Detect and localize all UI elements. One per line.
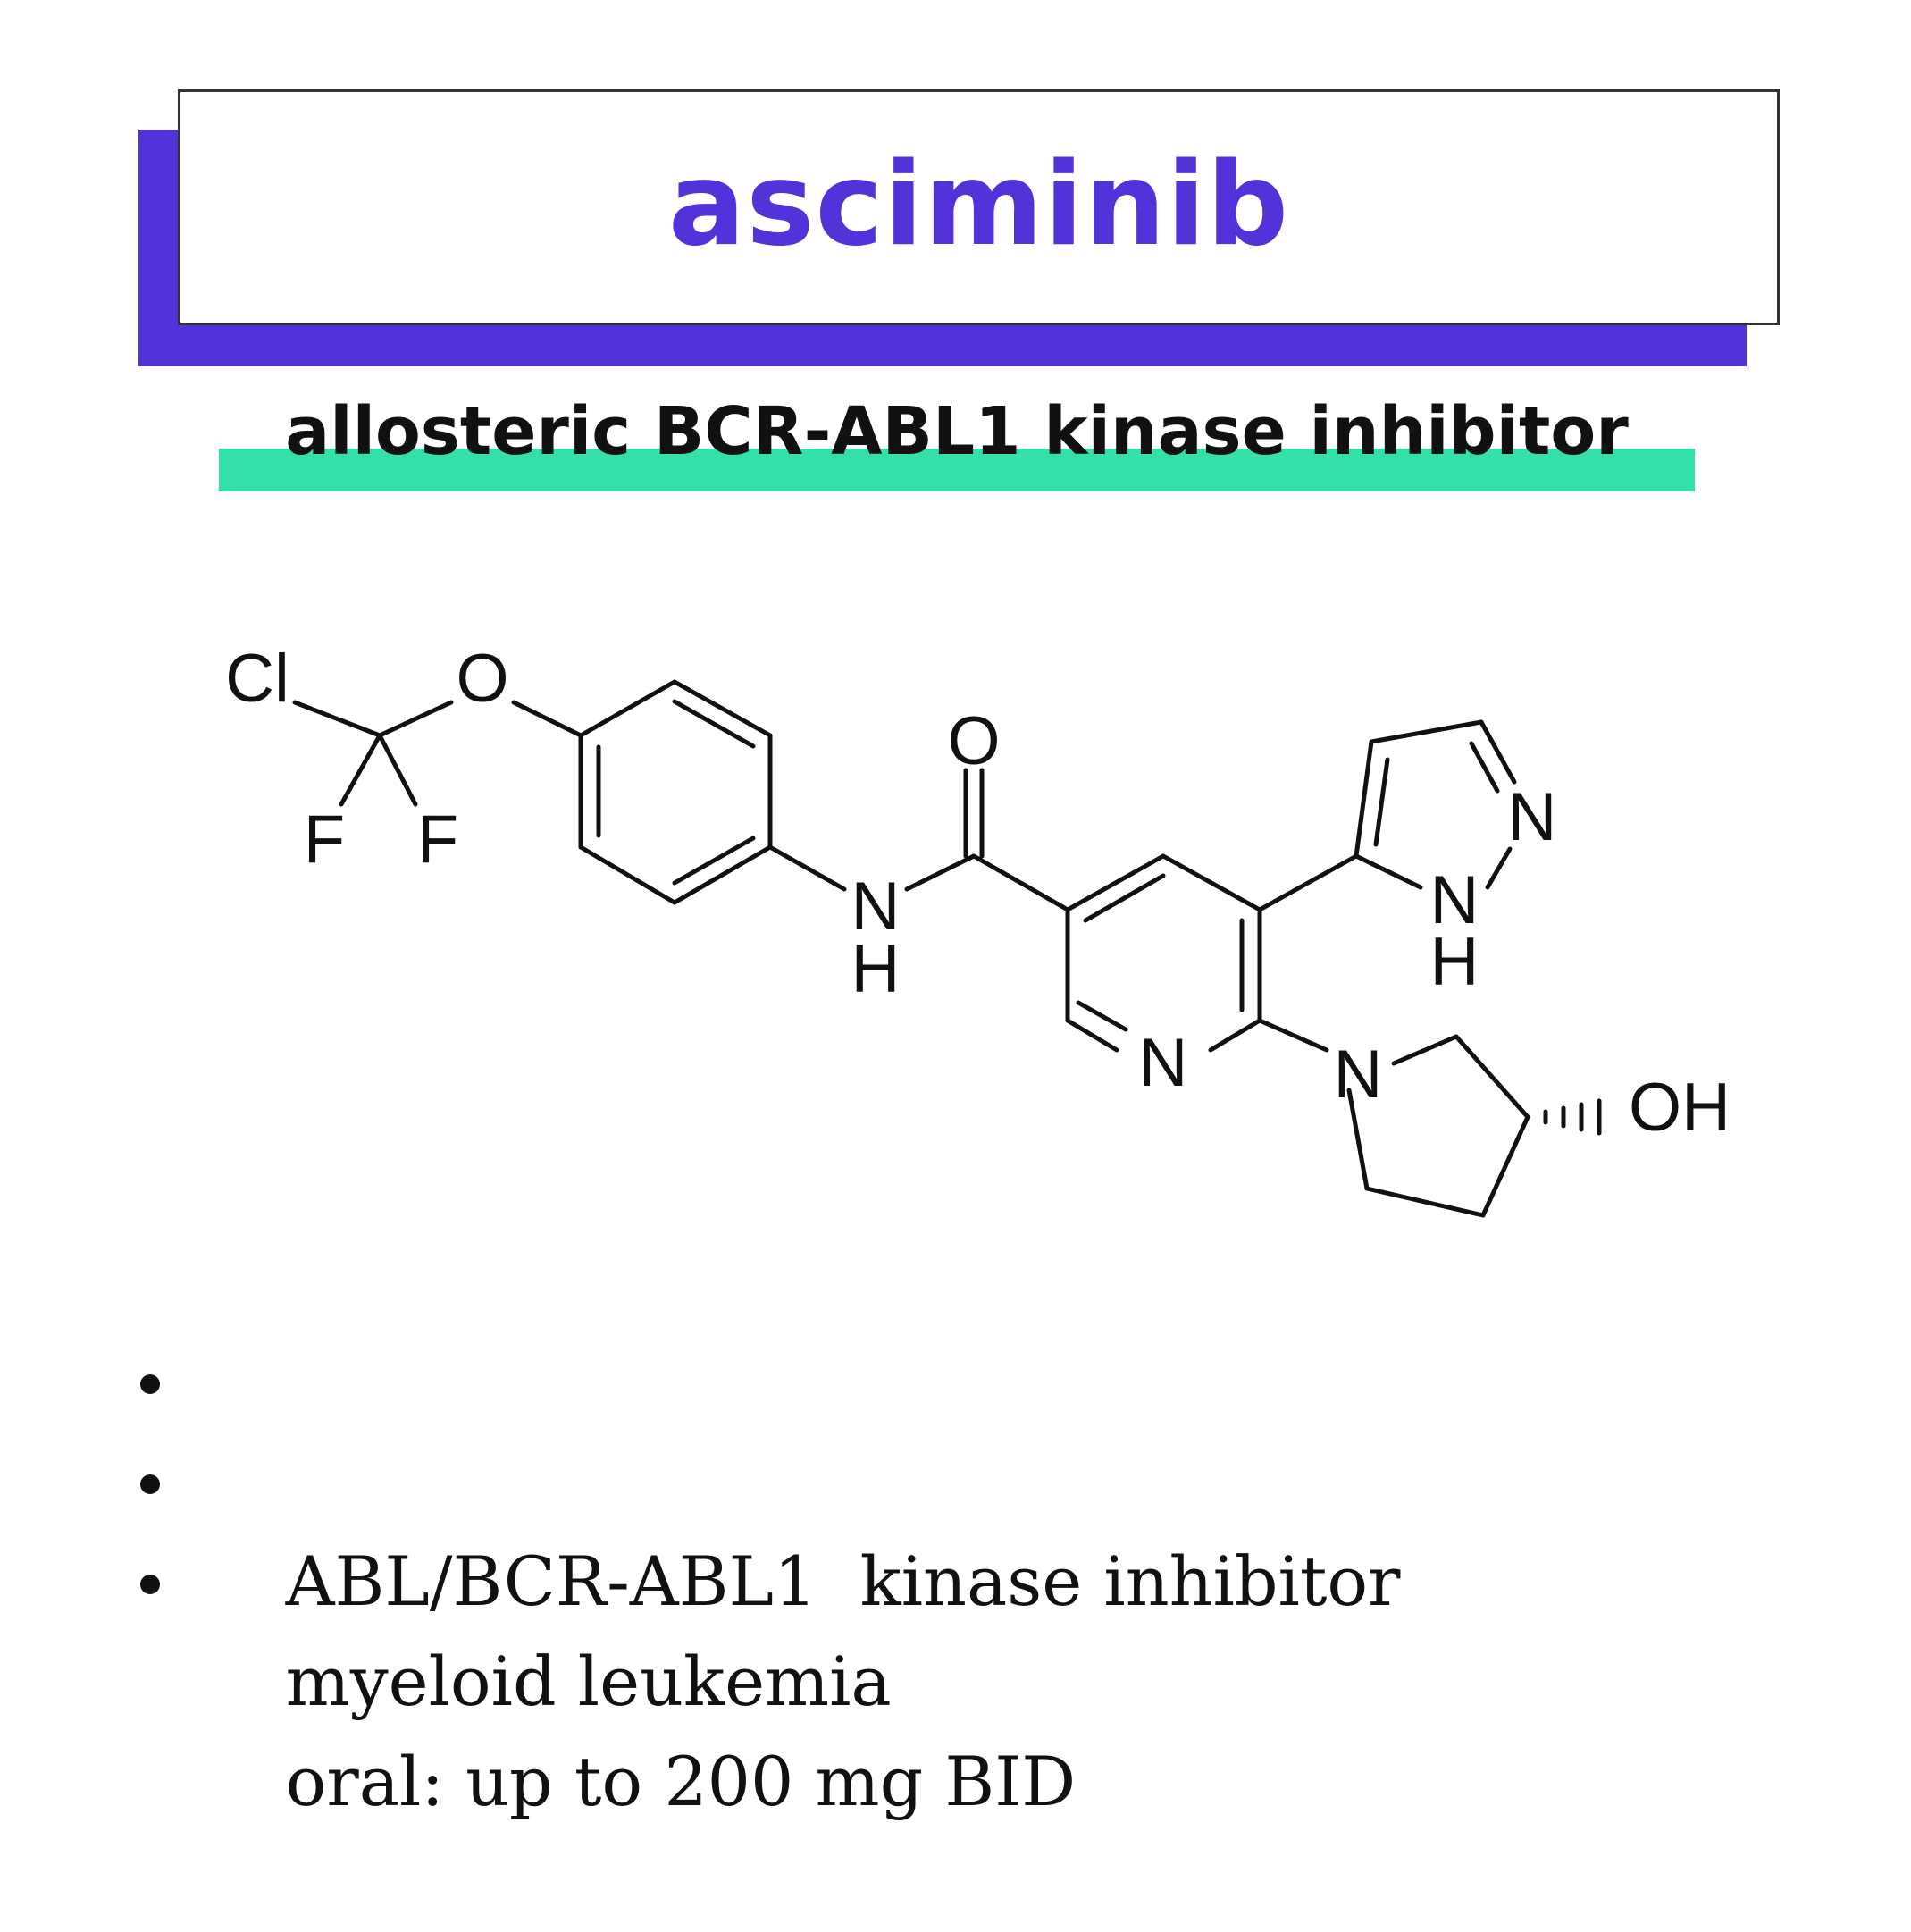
bullet-icon bbox=[140, 1474, 160, 1494]
bullet-text: oral: up to 200 mg BID bbox=[285, 1742, 1077, 1821]
bullet-text: myeloid leukemia bbox=[285, 1642, 892, 1721]
atom-n-pyridine-label: N bbox=[1139, 1025, 1188, 1101]
atom-o-ether-label: O bbox=[456, 641, 508, 717]
atom-n-amide-label: N bbox=[851, 869, 901, 945]
list-item: ABL/BCR-ABL1 kinase inhibitor bbox=[138, 1331, 1400, 1621]
list-item: myeloid leukemia bbox=[138, 1432, 1400, 1721]
atom-f-left-label: F bbox=[304, 802, 345, 878]
drug-title: asciminib bbox=[667, 138, 1290, 272]
bullet-icon bbox=[140, 1374, 160, 1394]
bullet-text: ABL/BCR-ABL1 kinase inhibitor bbox=[285, 1541, 1401, 1621]
subtitle: allosteric BCR-ABL1 kinase inhibitor bbox=[219, 393, 1695, 491]
atom-h-pyrazole-label: H bbox=[1430, 924, 1479, 1000]
atom-n-pyrrolidine-label: N bbox=[1334, 1037, 1383, 1113]
atom-f-right-label: F bbox=[417, 802, 458, 878]
atom-o-carbonyl-label: O bbox=[947, 703, 1000, 779]
atom-n-pyrazole-label: N bbox=[1508, 779, 1557, 855]
chemical-structure: Cl O F F N H O N N N H N OH bbox=[225, 641, 1731, 1218]
subtitle-highlight bbox=[219, 449, 1695, 491]
title-box: asciminib bbox=[178, 89, 1780, 325]
list-item: oral: up to 200 mg BID bbox=[138, 1532, 1400, 1821]
subtitle-text: allosteric BCR-ABL1 kinase inhibitor bbox=[285, 393, 1629, 470]
atom-cl-label: Cl bbox=[225, 641, 289, 717]
atom-oh-label: OH bbox=[1629, 1070, 1731, 1146]
atom-n-pyrazole-h-label: N bbox=[1430, 862, 1479, 938]
bullet-list: ABL/BCR-ABL1 kinase inhibitor myeloid le… bbox=[138, 1331, 1400, 1821]
atom-h-amide-label: H bbox=[851, 931, 901, 1007]
bullet-icon bbox=[140, 1575, 160, 1594]
